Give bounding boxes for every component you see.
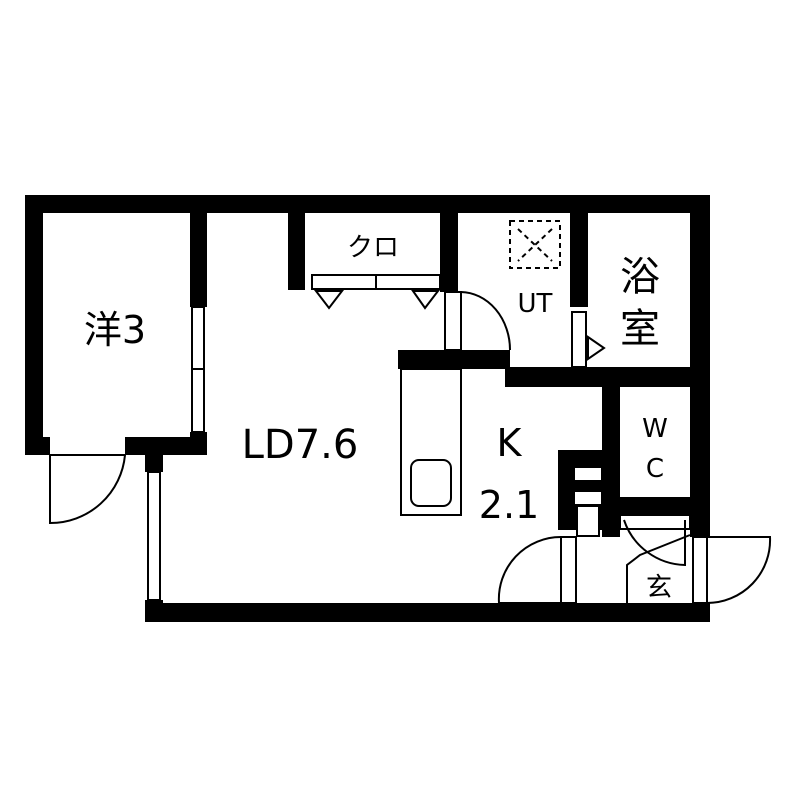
- door-swing-entrance: [706, 536, 772, 605]
- walls: [25, 195, 710, 622]
- window-ld: [147, 471, 161, 601]
- door-swing-wc: [623, 519, 686, 567]
- ut-door-jamb: [444, 291, 462, 351]
- sink-icon: [410, 459, 452, 507]
- window-western-room: [191, 306, 205, 370]
- entrance-door-jamb: [692, 536, 708, 604]
- pipe-shaft-slot: [575, 468, 601, 480]
- washer-pan-cross-icon: [517, 228, 553, 262]
- door-swing-kitchen: [497, 535, 562, 604]
- label-kitchen-k: K: [497, 421, 523, 465]
- fixtures: [147, 274, 708, 604]
- label-western-room: 洋3: [84, 308, 146, 352]
- bath-door-arrow-icon: [587, 335, 606, 361]
- wc-door-jamb: [619, 514, 691, 530]
- washer-pan-icon: [509, 220, 561, 269]
- room-labels: 洋3 LD7.6 K 2.1 クロ UT 浴 室 W C 玄: [84, 233, 672, 603]
- label-living-dining: LD7.6: [242, 422, 359, 468]
- label-bath-2: 室: [620, 306, 660, 352]
- bath-door-jamb: [571, 311, 587, 368]
- closet-open-arrow-icon: [313, 290, 345, 310]
- label-entrance: 玄: [646, 573, 672, 603]
- label-bath-1: 浴: [620, 254, 660, 300]
- closet-door-left[interactable]: [311, 274, 377, 290]
- door-swings: [49, 220, 772, 605]
- label-utility: UT: [518, 289, 553, 319]
- label-kitchen-size: 2.1: [479, 483, 539, 527]
- pipe-shaft-slot: [575, 492, 601, 504]
- door-swing-western-room: [49, 454, 127, 525]
- label-wc-w: W: [642, 414, 668, 444]
- pipe-shaft-slot: [576, 505, 600, 537]
- label-closet: クロ: [347, 233, 399, 263]
- kitchen-door-jamb: [560, 536, 577, 604]
- closet-door-right[interactable]: [375, 274, 441, 290]
- entrance-step: [626, 534, 691, 603]
- door-swing-ut: [460, 291, 511, 351]
- closet-open-arrow-icon: [411, 290, 441, 310]
- label-wc-c: C: [646, 454, 664, 484]
- window-western-room-2: [191, 368, 205, 433]
